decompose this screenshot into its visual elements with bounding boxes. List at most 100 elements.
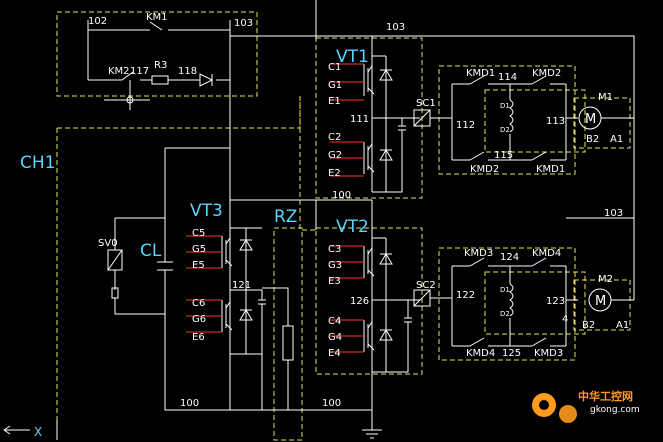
m1-contacts [469, 75, 547, 161]
vt1-module [330, 36, 452, 193]
label-d2b: D2 [500, 310, 510, 318]
label-115: 115 [494, 150, 513, 161]
label-100c: 100 [322, 398, 341, 409]
label-c4: C4 [328, 316, 341, 327]
vt3-gate-leads [186, 235, 222, 333]
watermark-url: gkong.com [590, 405, 640, 415]
label-118: 118 [178, 66, 197, 77]
m2-bridge [451, 257, 634, 347]
label-kmd1a: KMD1 [466, 68, 495, 79]
label-g6: G6 [192, 314, 206, 325]
m1-box [573, 97, 631, 149]
label-100a: 100 [332, 190, 351, 201]
label-100b: 100 [180, 398, 199, 409]
vt3-module [186, 227, 266, 410]
label-sv0: SV0 [98, 238, 118, 249]
label-c3: C3 [328, 244, 341, 255]
label-kmd2a: KMD2 [532, 68, 561, 79]
label-102: 102 [88, 16, 107, 27]
sv0-coil [107, 249, 123, 271]
label-g4: G4 [328, 332, 342, 343]
label-121: 121 [232, 280, 251, 291]
ch1-boundary [56, 96, 301, 430]
label-113: 113 [546, 116, 565, 127]
vt2-module [230, 199, 452, 439]
label-125: 125 [502, 348, 521, 359]
label-124: 124 [500, 252, 519, 263]
label-motor1: M [585, 112, 596, 127]
sv0-wire [114, 217, 165, 315]
label-b2a: B2 [586, 134, 599, 145]
junction-117 [126, 96, 134, 104]
label-117: 117 [130, 66, 149, 77]
label-km1: KM1 [146, 12, 168, 23]
vt3-wire [230, 227, 266, 410]
vt2-gate-leads [330, 245, 364, 353]
m2-field-box [484, 271, 586, 335]
label-126: 126 [350, 296, 369, 307]
cl-branch [107, 147, 360, 411]
label-kmd2b: KMD2 [470, 164, 499, 175]
label-g1: G1 [328, 80, 342, 91]
label-vt3: VT3 [190, 201, 223, 221]
label-g3: G3 [328, 260, 342, 271]
label-sc2: SC2 [416, 280, 436, 291]
rz-resistor [282, 325, 294, 361]
rz-module [262, 287, 294, 410]
label-103b: 103 [386, 22, 405, 33]
label-e3: E3 [328, 276, 341, 287]
label-sc1: SC1 [416, 98, 436, 109]
km2-link [104, 80, 150, 110]
vt2-box [315, 227, 423, 375]
label-kmd3a: KMD3 [464, 248, 493, 259]
label-vt1: VT1 [336, 47, 369, 67]
label-ch1: CH1 [20, 153, 55, 173]
label-e6: E6 [192, 332, 205, 343]
m2-field-coil [509, 283, 514, 317]
label-e4: E4 [328, 348, 341, 359]
label-123: 123 [546, 296, 565, 307]
label-m2: M2 [598, 274, 613, 285]
label-d2a: D2 [500, 126, 510, 134]
label-cl: CL [140, 241, 162, 261]
label-d1b: D1 [500, 286, 510, 294]
vt1-diodes [379, 69, 393, 161]
label-a1b: A1 [616, 320, 629, 331]
watermark: 中华工控网 gkong.com [532, 389, 640, 423]
label-vt2: VT2 [336, 217, 369, 237]
km1-control-box [56, 11, 258, 97]
vt1-gate-leads [330, 63, 364, 177]
label-b2b: B2 [582, 320, 595, 331]
gear-icon-small [559, 405, 577, 423]
cl-capacitor [157, 261, 173, 271]
label-motor2: M [595, 294, 606, 309]
label-c5: C5 [192, 228, 205, 239]
label-kmd4b: KMD4 [466, 348, 495, 359]
sv0-element [111, 287, 119, 299]
kmd3-box [438, 247, 576, 361]
label-km2: KM2 [108, 66, 130, 77]
label-112: 112 [456, 120, 475, 131]
sc1-diag [413, 109, 431, 127]
label-e1: E1 [328, 96, 341, 107]
km1-contact-wire [87, 20, 230, 80]
label-d1a: D1 [500, 102, 510, 110]
labels: 102 KM1 103 103 103 KM2 117 R3 118 CH1 C… [20, 12, 629, 439]
vt2-diodes [379, 253, 393, 341]
label-103a: 103 [234, 18, 253, 29]
ground-symbol [360, 372, 382, 439]
label-m1: M1 [598, 92, 613, 103]
label-r3: R3 [154, 60, 167, 71]
sc2-diag [413, 289, 431, 307]
vt1-snubber [386, 118, 406, 193]
watermark-title: 中华工控网 [578, 389, 633, 403]
diode-118 [199, 73, 214, 87]
cl-wire [164, 147, 360, 411]
inner-boundary [299, 96, 316, 231]
sv0-coil-diag [107, 249, 123, 271]
label-g5: G5 [192, 244, 206, 255]
label-114: 114 [498, 72, 517, 83]
gear-hole [539, 400, 549, 410]
label-rz: RZ [274, 207, 297, 227]
